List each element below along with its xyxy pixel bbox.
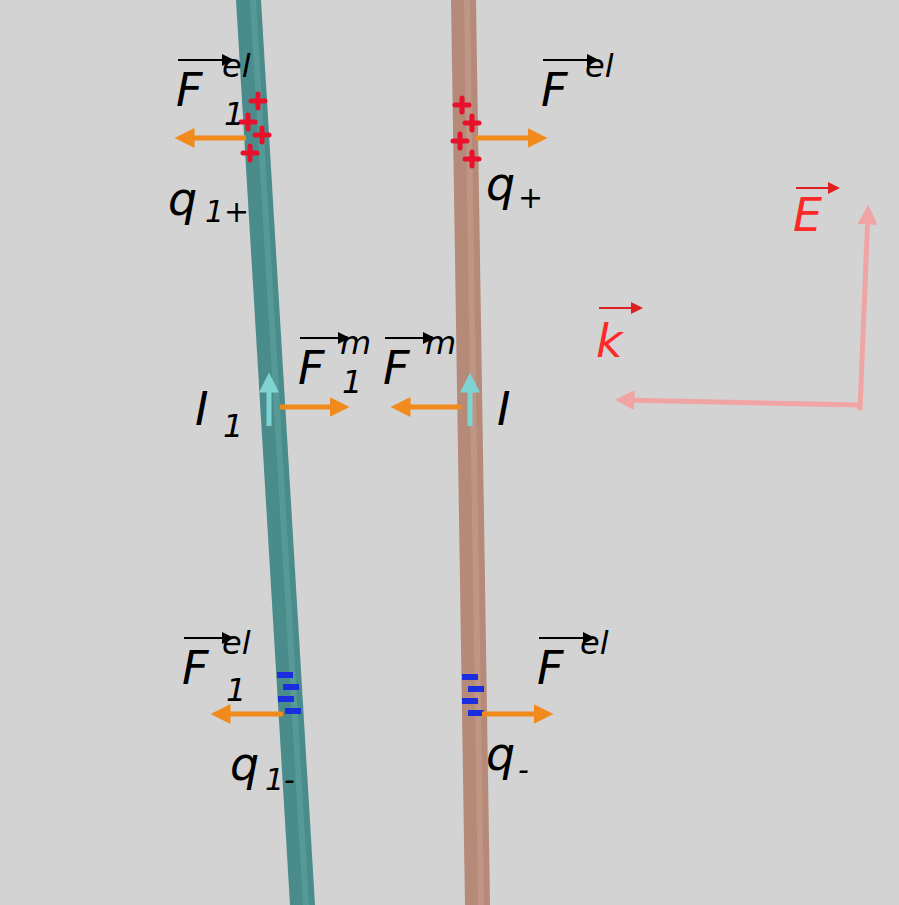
wave-vector-symbol: k bbox=[596, 318, 623, 364]
current-symbol: I bbox=[195, 386, 209, 432]
vector-symbol: F bbox=[176, 67, 202, 113]
subscript: 1+ bbox=[205, 197, 249, 227]
vector-symbol: F bbox=[383, 345, 409, 391]
vector-symbol: F bbox=[537, 645, 563, 691]
superscript: el bbox=[585, 50, 614, 82]
subscript: + bbox=[518, 183, 543, 213]
subscript: - bbox=[518, 755, 529, 785]
subscript: 1 bbox=[342, 366, 362, 398]
superscript: m bbox=[425, 327, 456, 359]
subscript: 1 bbox=[224, 98, 244, 130]
charge-symbol: q bbox=[486, 731, 515, 777]
charge-symbol: q bbox=[168, 176, 197, 222]
wave-vectors bbox=[622, 212, 868, 410]
vector-symbol: F bbox=[298, 345, 324, 391]
vector-symbol: F bbox=[182, 645, 208, 691]
vector-marks-red bbox=[599, 188, 838, 308]
vector-marks bbox=[178, 60, 597, 638]
superscript: m bbox=[340, 327, 371, 359]
superscript: el bbox=[222, 50, 251, 82]
positive-charges bbox=[241, 94, 479, 166]
negative-charges bbox=[277, 672, 484, 716]
vector-symbol: F bbox=[541, 67, 567, 113]
force-arrows bbox=[182, 138, 546, 714]
subscript: 1 bbox=[223, 410, 243, 442]
charge-symbol: q bbox=[230, 741, 259, 787]
field-symbol: E bbox=[793, 192, 822, 238]
superscript: el bbox=[580, 627, 609, 659]
superscript: el bbox=[222, 627, 251, 659]
current-symbol: I bbox=[497, 386, 511, 432]
charge-symbol: q bbox=[486, 161, 515, 207]
subscript: 1 bbox=[226, 674, 246, 706]
subscript: 1- bbox=[265, 765, 295, 795]
